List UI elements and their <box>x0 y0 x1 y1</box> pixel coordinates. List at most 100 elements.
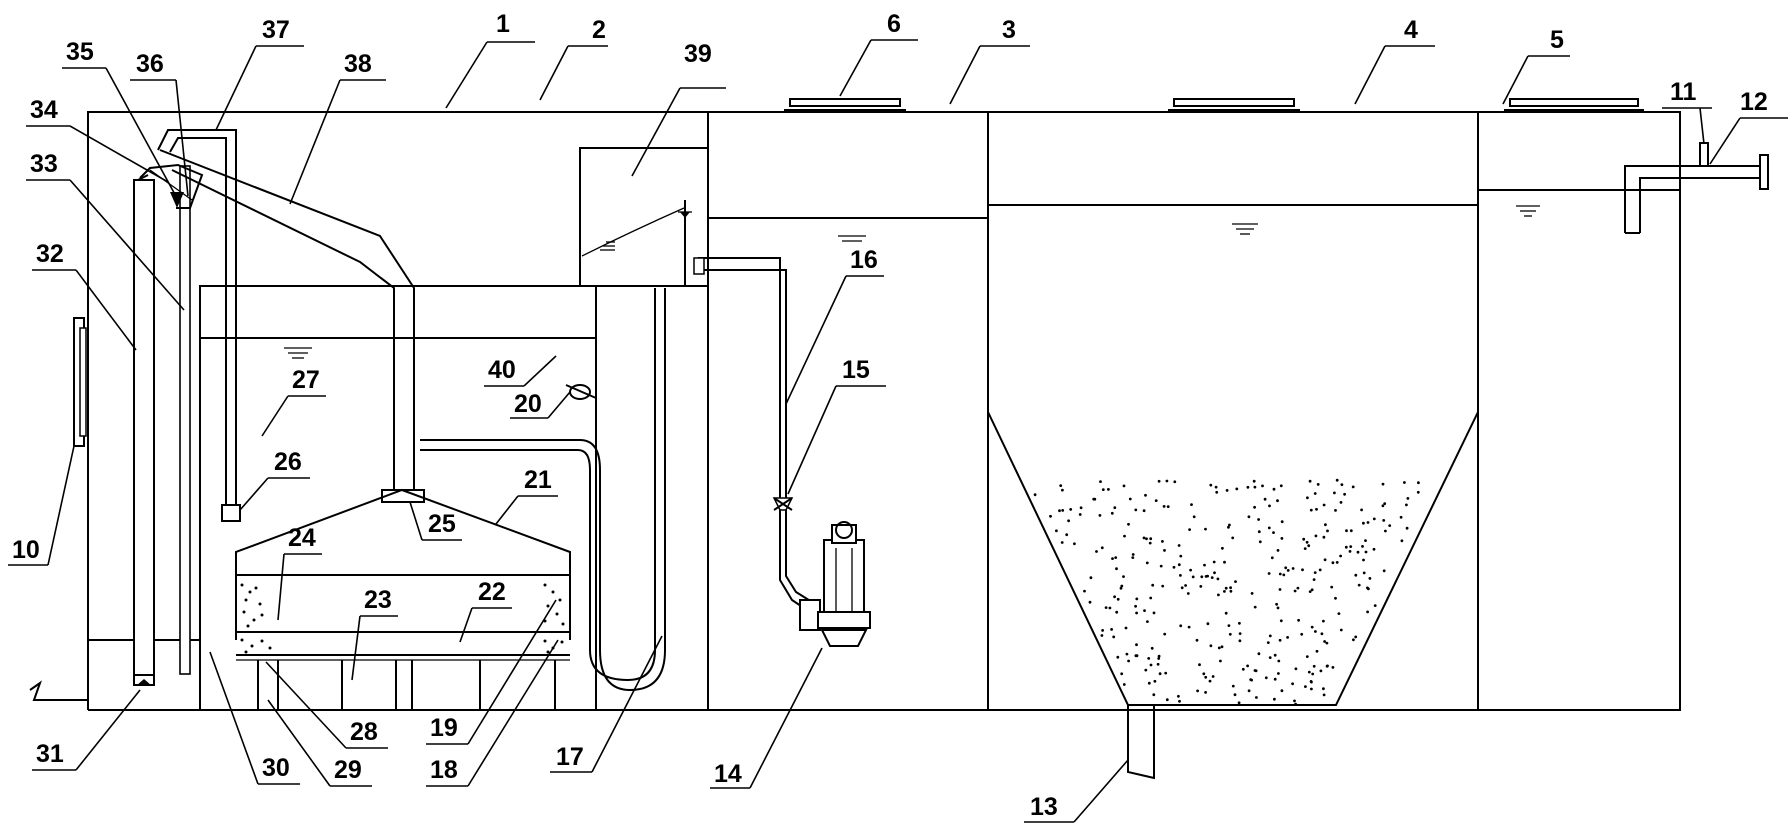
sludge-particle <box>1122 575 1125 578</box>
label-2: 2 <box>539 16 608 101</box>
sludge-particle <box>1294 667 1298 671</box>
sludge-particle <box>1268 656 1272 659</box>
label-30: 30 <box>209 651 300 785</box>
label-11-text: 11 <box>1670 78 1697 106</box>
sludge-particle <box>1127 659 1130 663</box>
sludge-particle <box>1158 672 1162 676</box>
sludge-particle <box>1354 635 1358 639</box>
sludge-particle <box>1293 699 1296 703</box>
sludge-particle <box>1049 514 1052 518</box>
sludge-particle <box>1148 541 1152 545</box>
sludge-particle <box>1208 679 1212 683</box>
sludge-particle <box>1302 537 1306 541</box>
sludge-particle <box>1134 604 1137 608</box>
label-39: 39 <box>631 40 726 177</box>
sludge-particle <box>1234 580 1237 583</box>
label-13: 13 <box>1024 759 1129 823</box>
sludge-particle <box>1199 585 1203 588</box>
sludge-particle <box>1416 490 1420 494</box>
sludge-particle <box>1339 501 1343 504</box>
sludge-particle <box>1417 481 1420 485</box>
sludge-particle <box>1334 509 1337 512</box>
sludge-particle <box>1284 566 1288 570</box>
sludge-particle <box>1307 544 1311 548</box>
pump <box>772 494 871 647</box>
sludge-particle <box>1229 586 1232 590</box>
sludge-particle <box>1278 588 1282 591</box>
sludge-particle <box>1362 521 1365 525</box>
sludge-particle <box>1381 504 1385 508</box>
sludge-particle <box>1306 496 1309 500</box>
sludge-particle <box>1238 639 1242 643</box>
sludge-particle <box>1073 542 1076 546</box>
sludge-particle <box>1200 575 1204 579</box>
label-33-text: 33 <box>30 150 58 178</box>
sludge-particle <box>1225 489 1229 492</box>
sludge-particle <box>1177 694 1180 698</box>
sludge-particle <box>1344 545 1348 549</box>
sludge-particle <box>1361 545 1364 548</box>
sludge-particle <box>1164 671 1168 675</box>
outlet-pipe <box>1516 142 1769 234</box>
sludge-particle <box>1291 682 1294 686</box>
sludge-particle <box>1192 515 1196 519</box>
label-12: 12 <box>1709 88 1788 165</box>
sludge-hopper <box>987 223 1479 780</box>
sludge-particle <box>1322 535 1326 539</box>
sludge-particle <box>1163 632 1167 636</box>
label-40-text: 40 <box>488 356 516 384</box>
sludge-particle <box>1191 575 1195 579</box>
sludge-particle <box>1405 503 1408 507</box>
label-34: 34 <box>26 96 169 183</box>
sludge-particle <box>1253 485 1257 489</box>
sludge-particle <box>1356 550 1360 554</box>
sludge-particle <box>1367 587 1370 591</box>
sludge-particle <box>1319 669 1323 673</box>
sludge-particle <box>1058 509 1061 513</box>
sludge-particle <box>1152 693 1156 697</box>
sludge-particle <box>1157 657 1161 660</box>
sludge-particle <box>1060 541 1064 544</box>
sludge-particle <box>1227 525 1230 529</box>
sludge-particle <box>1114 556 1118 559</box>
label-37-text: 37 <box>262 16 290 44</box>
sludge-particle <box>1135 597 1139 601</box>
sludge-particle <box>1348 550 1352 553</box>
sludge-particle <box>1100 634 1104 637</box>
sludge-particle <box>1179 554 1183 558</box>
sludge-particle <box>1310 588 1314 592</box>
sludge-particle <box>1125 652 1129 656</box>
sludge-particle <box>1217 646 1221 650</box>
sludge-particle <box>1278 572 1282 576</box>
label-29-text: 29 <box>334 756 362 784</box>
sludge-particle <box>1372 517 1376 521</box>
sludge-particle <box>1366 610 1369 614</box>
label-25-text: 25 <box>428 510 456 538</box>
sludge-particle <box>1276 499 1279 503</box>
label-20: 20 <box>510 390 571 419</box>
sludge-particle <box>1184 584 1187 587</box>
sludge-particle <box>1323 640 1326 643</box>
sludge-particle <box>1315 507 1318 511</box>
sludge-particle <box>1154 499 1158 502</box>
sludge-particle <box>1187 625 1191 629</box>
label-35: 35 <box>62 38 179 201</box>
sludge-particle <box>1312 664 1316 668</box>
sludge-particle <box>1211 675 1215 678</box>
sludge-particle <box>1364 550 1368 554</box>
sludge-particle <box>1360 508 1363 512</box>
sludge-particle <box>1224 586 1228 590</box>
sludge-particle <box>1227 624 1231 627</box>
sludge-particle <box>1310 625 1314 629</box>
sludge-particle <box>1195 638 1199 642</box>
label-27-text: 27 <box>292 366 320 394</box>
sludge-particle <box>1204 675 1208 679</box>
label-4: 4 <box>1354 16 1435 105</box>
sludge-particle <box>1179 624 1183 628</box>
sludge-particle <box>1286 636 1289 639</box>
sludge-particle <box>1362 558 1365 562</box>
sludge-particle <box>1215 490 1219 494</box>
sludge-particle <box>1334 596 1337 600</box>
sludge-particle <box>1219 659 1222 663</box>
